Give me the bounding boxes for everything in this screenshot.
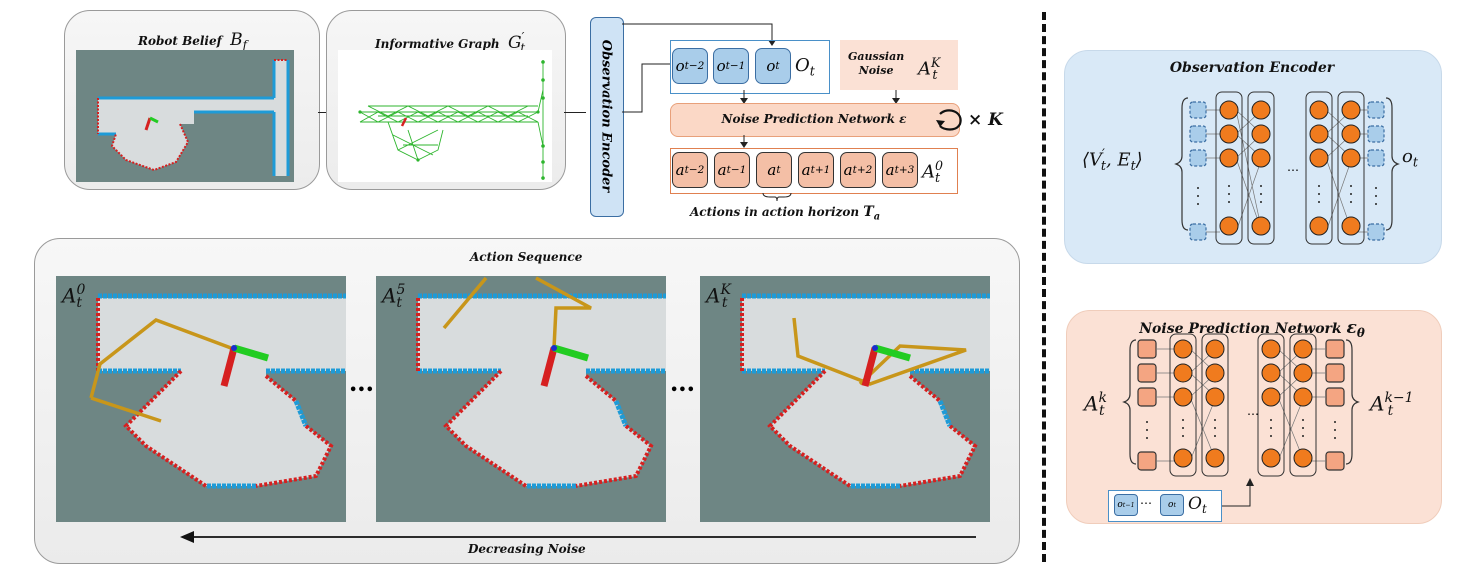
npn-output-label: Ak−1t: [1370, 390, 1414, 420]
graph-symbol: G′t: [508, 30, 526, 56]
decreasing-noise-label: Decreasing Noise: [468, 542, 586, 556]
gaussian-noise-symbol: AKt: [918, 55, 941, 82]
noise-prediction-network-label: Noise Prediction Network ε: [721, 112, 907, 126]
action-set-symbol: A0t: [922, 158, 944, 185]
action-set-box: [670, 148, 958, 194]
encoder-output-label: ot: [1402, 146, 1418, 170]
observation-set-box: [670, 40, 830, 94]
action-sequence-title: Action Sequence: [470, 250, 583, 264]
noise-prediction-network-block: [670, 103, 960, 137]
arrow-graph-to-encoder: [564, 112, 586, 113]
arrow-belief-to-graph: [318, 112, 332, 113]
sequence-frame-2-label: AKt: [706, 282, 731, 312]
repeat-loop-icon: [936, 109, 962, 131]
sequence-frame-1-map: [376, 276, 666, 522]
encoder-detail-title: Observation Encoder: [1169, 60, 1335, 76]
sequence-frame-0-label: A0t: [62, 282, 86, 312]
horizon-brace: [762, 192, 792, 202]
npn-network-diagram: [1122, 333, 1360, 477]
decreasing-noise-arrow: [180, 531, 976, 543]
npn-cond-dots: ⋯: [1140, 496, 1152, 510]
informative-graph-image: [338, 50, 552, 182]
observation-encoder-label: Observation Encoder: [598, 39, 614, 193]
encoder-network-diagram: [1174, 91, 1400, 245]
sequence-ellipsis-0: •••: [349, 383, 374, 398]
encoder-input-label: ⟨V′t, Et⟩: [1082, 146, 1143, 173]
npn-detail-panel: [1066, 310, 1442, 524]
sequence-frame-0-map: [56, 276, 346, 522]
npn-detail-title: Noise Prediction Network εθ: [1139, 318, 1365, 341]
sequence-ellipsis-1: •••: [670, 383, 695, 398]
robot-belief-map: [76, 50, 294, 182]
repeat-label: × K: [968, 110, 1003, 130]
npn-input-arrows: [740, 90, 900, 104]
section-divider: [1042, 12, 1046, 562]
horizon-label: Actions in action horizon Ta: [690, 204, 881, 223]
informative-graph-title: Informative Graph G′t: [375, 30, 526, 56]
observation-set-symbol: Ot: [795, 55, 815, 79]
encoder-output-connector: [622, 23, 776, 113]
npn-condition-connector: [1220, 478, 1254, 507]
npn-input-label: Akt: [1084, 390, 1107, 420]
encoder-layer-dots: …: [1287, 160, 1299, 174]
npn-cond-set-label: Ot: [1188, 494, 1207, 517]
robot-belief-title: Robot Belief Bf: [138, 30, 248, 53]
npn-output-arrow: [740, 135, 748, 148]
gaussian-noise-box: [840, 40, 958, 90]
observation-encoder-block: [590, 17, 624, 217]
sequence-frame-2-map: [700, 276, 990, 522]
belief-symbol: Bf: [230, 30, 248, 53]
npn-layer-dots: …: [1247, 404, 1259, 418]
sequence-frame-1-label: A5t: [382, 282, 406, 312]
